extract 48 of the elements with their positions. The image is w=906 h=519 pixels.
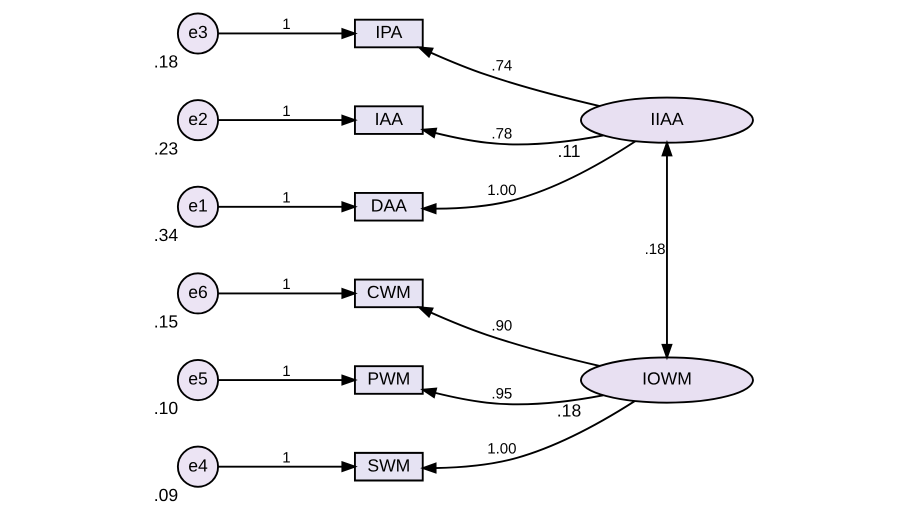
node-circle: e3 (176, 12, 218, 55)
node-label: .10 (153, 398, 178, 418)
node-circle: e4 (176, 446, 218, 488)
arrow (218, 374, 358, 386)
node-circle: e6 (176, 272, 218, 314)
node-label: .15 (153, 312, 178, 332)
arrow (218, 28, 358, 40)
arrow (218, 288, 358, 300)
node-label: .09 (153, 484, 178, 505)
edge-label: 1.00 (486, 440, 516, 458)
arrow (218, 114, 358, 126)
edge-label: .18 (644, 240, 665, 258)
edge-label: .90 (490, 318, 512, 335)
arrow (420, 140, 636, 214)
edge-label: .95 (490, 385, 512, 402)
node-ellipse: IIAA (580, 96, 754, 144)
node-box: CWM (353, 278, 424, 308)
arrow (218, 460, 358, 472)
edge-label: 1 (282, 276, 290, 294)
arrow (420, 388, 603, 406)
node-label: .18 (153, 52, 178, 72)
edge-label: 1 (282, 449, 290, 466)
edge-label: 1 (282, 16, 290, 34)
node-box: IPA (353, 18, 424, 48)
arrow (660, 140, 672, 360)
arrow (416, 46, 600, 107)
edge-label: .78 (490, 125, 512, 142)
edge-label: 1 (282, 189, 290, 206)
arrow (416, 306, 600, 367)
node-box: IAA (353, 105, 424, 135)
node-label: .18 (556, 400, 581, 421)
node-ellipse: IOWM (580, 356, 754, 404)
node-box: PWM (353, 365, 424, 395)
node-label: .23 (153, 138, 178, 158)
node-label: .11 (556, 140, 580, 161)
edge-label: .74 (490, 58, 512, 75)
node-box: DAA (353, 192, 424, 222)
edge-label: 1.00 (486, 182, 516, 199)
arrow (420, 128, 603, 146)
node-circle: e5 (176, 359, 218, 402)
arrow (420, 400, 635, 474)
node-circle: e1 (176, 186, 218, 228)
edge-label: 1 (282, 102, 290, 120)
node-label: .34 (153, 224, 178, 245)
arrow (218, 201, 358, 212)
edge-label: 1 (282, 362, 290, 380)
node-circle: e2 (176, 99, 218, 142)
node-box: SWM (353, 452, 424, 482)
